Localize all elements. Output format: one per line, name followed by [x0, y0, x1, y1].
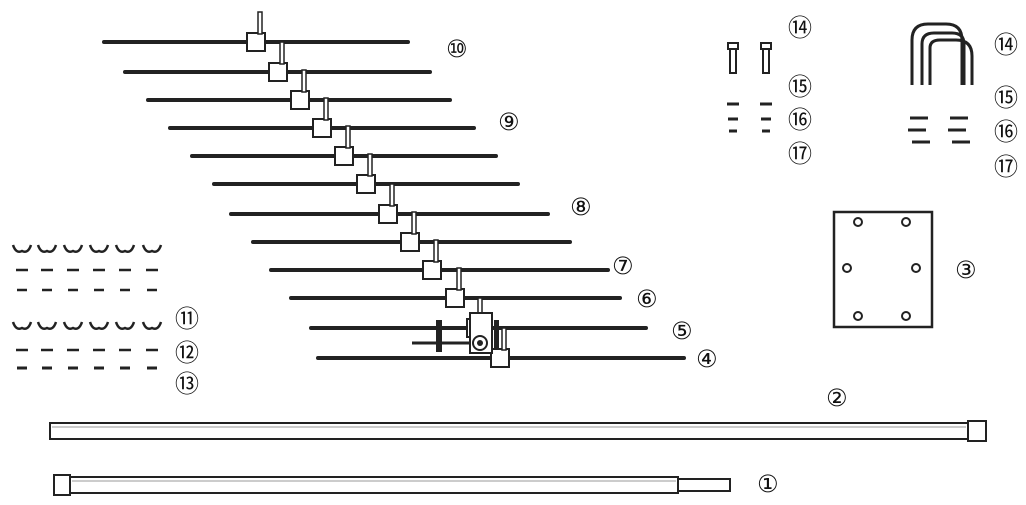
mount-block: [290, 90, 310, 110]
u-bolts-group: [908, 22, 974, 144]
label-part-12: ⑫: [175, 339, 199, 367]
bolts-group: [727, 42, 772, 133]
label-part-5: ⑤: [671, 317, 693, 345]
mount-screw: [367, 153, 373, 177]
mount-screw: [257, 11, 263, 35]
label-part-4: ④: [696, 345, 718, 373]
label-part-10: ⑩: [446, 35, 468, 63]
plate-hole: [901, 311, 911, 321]
wing-nut: [88, 244, 110, 253]
label-part-16-ubolts: ⑯: [994, 118, 1018, 146]
wing-nut: [114, 244, 136, 253]
mount-block: [356, 174, 376, 194]
plate-hole: [853, 217, 863, 227]
wing-nut: [62, 321, 84, 330]
label-part-16-bolts: ⑯: [788, 106, 812, 134]
label-part-15-bolts: ⑮: [788, 73, 812, 101]
mount-block: [422, 260, 442, 280]
wing-nut: [114, 321, 136, 330]
u-bolt: [910, 22, 964, 85]
mount-block: [334, 146, 354, 166]
plate-hole: [911, 263, 921, 273]
boom-tube-long: [49, 420, 987, 442]
plate-hole: [853, 311, 863, 321]
mount-block: [312, 118, 332, 138]
wing-nut: [11, 321, 33, 330]
label-part-13: ⑬: [175, 370, 199, 398]
label-part-9: ⑨: [498, 108, 520, 136]
mount-block: [400, 232, 420, 252]
mount-screw: [433, 239, 439, 263]
wing-nut: [88, 321, 110, 330]
mount-screw: [389, 183, 395, 207]
mount-screw: [501, 327, 507, 351]
plate-hole: [901, 217, 911, 227]
label-part-7: ⑦: [612, 252, 634, 280]
wing-nuts-washers-group: [11, 244, 163, 370]
u-bolt: [928, 38, 974, 85]
bolt-shaft: [729, 48, 737, 74]
wing-nut: [141, 321, 163, 330]
boom-tube-short: [53, 474, 731, 496]
wing-nut: [62, 244, 84, 253]
label-part-11: ⑪: [175, 305, 199, 333]
label-part-14-bolts: ⑭: [788, 14, 812, 42]
label-part-17-bolts: ⑰: [788, 140, 812, 168]
mount-screw: [301, 69, 307, 93]
mount-block: [378, 204, 398, 224]
label-part-2: ②: [826, 384, 848, 412]
plate-hole: [842, 263, 852, 273]
wing-nut: [141, 244, 163, 253]
wing-nut: [36, 321, 58, 330]
mount-block: [246, 32, 266, 52]
wing-nut: [36, 244, 58, 253]
bolt-shaft: [762, 48, 770, 74]
mounting-plate: [832, 210, 934, 329]
mount-block: [268, 62, 288, 82]
mount-screw: [323, 97, 329, 121]
mount-screw: [411, 211, 417, 235]
mount-screw: [279, 41, 285, 65]
label-part-14-ubolts: ⑭: [994, 31, 1018, 59]
label-part-8: ⑧: [570, 193, 592, 221]
label-part-15-ubolts: ⑮: [994, 84, 1018, 112]
label-part-3: ③: [955, 256, 977, 284]
label-part-1: ①: [757, 470, 779, 498]
wing-nut: [11, 244, 33, 253]
feed-assembly: [412, 312, 499, 354]
mount-screw: [456, 267, 462, 291]
mount-block: [445, 288, 465, 308]
mount-block: [490, 348, 510, 368]
label-part-6: ⑥: [636, 285, 658, 313]
mount-screw: [345, 125, 351, 149]
label-part-17-ubolts: ⑰: [994, 153, 1018, 181]
